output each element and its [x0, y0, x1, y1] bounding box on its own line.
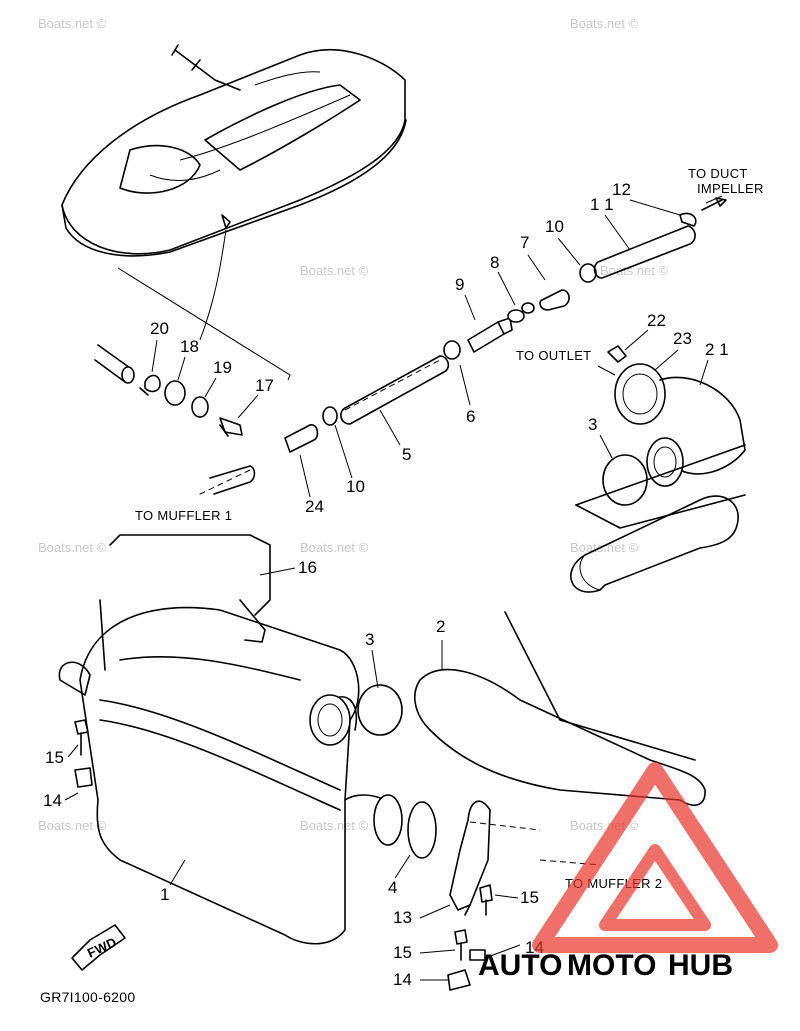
to-duct-label: TO DUCT: [688, 166, 748, 181]
part-number: 15: [45, 748, 64, 767]
center-hose-parts: [284, 197, 727, 453]
callout-leaders: [64, 199, 709, 981]
part-number: 24: [305, 497, 324, 516]
part-number: 9: [455, 275, 464, 294]
part-number: 6: [466, 407, 475, 426]
part-number: 12: [612, 180, 631, 199]
part-number: 22: [647, 311, 666, 330]
arrow-to-outlet: [597, 365, 616, 376]
part-number: 20: [150, 319, 169, 338]
part-number: 14: [393, 970, 412, 989]
brand-auto: AUTO: [478, 949, 562, 982]
part-number: 17: [255, 376, 274, 395]
part-number: 15: [393, 943, 412, 962]
part-number: 14: [43, 791, 62, 810]
impeller-label: IMPELLER: [697, 181, 764, 196]
part-number: 7: [520, 233, 529, 252]
watermark: Boats.net ©: [38, 540, 107, 555]
clamps-lower: [74, 684, 601, 991]
leader-line: [199, 229, 227, 341]
part-callouts: 1 2 3 3 4 5 6 7 8 9 10 10 1 1 12 13 14 1…: [43, 180, 729, 989]
brand-moto: MOTO: [567, 949, 656, 982]
watermark: Boats.net ©: [300, 818, 369, 833]
part-number: 10: [346, 477, 365, 496]
part-number: 1 1: [590, 195, 614, 214]
brand-watermark: AUTO MOTO HUB: [478, 762, 778, 982]
brand-logo-triangle: [532, 762, 778, 953]
fwd-label: FWD: [85, 934, 119, 960]
part-number: 2: [436, 617, 445, 636]
part-number: 4: [388, 878, 397, 897]
fwd-indicator: FWD: [71, 924, 126, 971]
watermark: Boats.net ©: [38, 818, 107, 833]
watermark: Boats.net ©: [600, 263, 669, 278]
watermark: Boats.net ©: [570, 540, 639, 555]
part-number: 1: [160, 885, 169, 904]
part-number: 23: [673, 329, 692, 348]
part-number: 2 1: [705, 340, 729, 359]
leader-line: [117, 267, 291, 381]
part-number: 18: [180, 337, 199, 356]
part-number: 10: [545, 217, 564, 236]
part-number: 3: [588, 415, 597, 434]
watermark: Boats.net ©: [38, 16, 107, 31]
outlet-assembly: [570, 345, 746, 593]
to-muffler-1-label: TO MUFFLER 1: [135, 508, 232, 523]
part-number: 8: [490, 253, 499, 272]
watermark: Boats.net ©: [300, 263, 369, 278]
exhaust-hose: [414, 611, 706, 806]
part-number: 5: [402, 445, 411, 464]
drawing-code: GR7I100-6200: [40, 989, 135, 1005]
left-hose-parts: [94, 344, 256, 497]
arrow-to-duct: [705, 195, 723, 204]
part-number: 3: [365, 630, 374, 649]
part-number: 15: [520, 888, 539, 907]
flow-labels: TO DUCT IMPELLER TO OUTLET TO MUFFLER 1 …: [40, 166, 764, 1005]
part-number: 13: [393, 908, 412, 927]
watercraft-illustration: [61, 44, 407, 257]
part-number: 16: [298, 558, 317, 577]
watermark: Boats.net ©: [570, 16, 639, 31]
muffler-body: [58, 534, 403, 945]
brand-hub: HUB: [668, 949, 733, 982]
to-outlet-label: TO OUTLET: [516, 348, 591, 363]
watermark: Boats.net ©: [300, 540, 369, 555]
watermarks: Boats.net © Boats.net © Boats.net © Boat…: [38, 16, 669, 833]
part-number: 19: [213, 358, 232, 377]
